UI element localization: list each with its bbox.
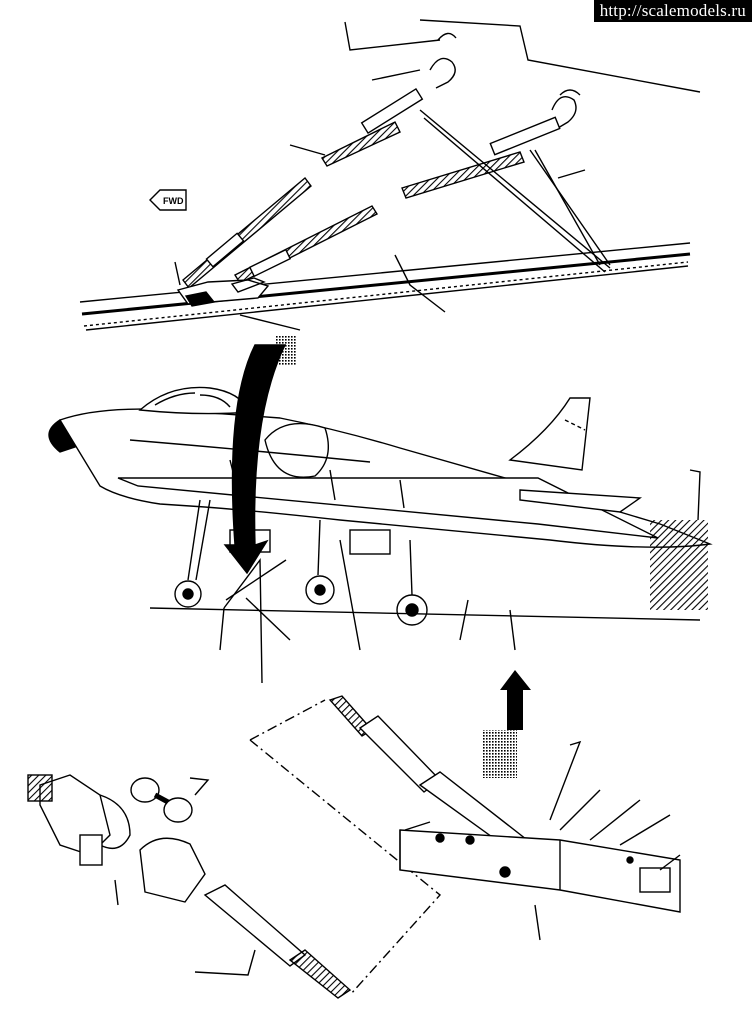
catapult-track xyxy=(79,242,691,331)
air-intake xyxy=(264,422,329,478)
flight-deck xyxy=(149,607,701,621)
retaining-pin xyxy=(130,777,193,823)
nose-landing-gear xyxy=(174,499,211,608)
forward-direction-arrow xyxy=(149,189,187,211)
aircraft-on-deck xyxy=(48,335,713,684)
catapult-hook-right xyxy=(551,89,581,129)
main-landing-gear-left xyxy=(305,519,335,605)
holdback-detail-arrow xyxy=(482,670,531,778)
catapult-shuttle xyxy=(176,277,270,307)
attach-bridle-arrow xyxy=(223,344,287,575)
catapult-hook-left xyxy=(429,32,457,89)
tension-bar-end xyxy=(139,837,352,999)
main-landing-gear-right xyxy=(396,539,428,626)
leader-line xyxy=(289,144,326,156)
jet-blast-deflector xyxy=(650,520,708,610)
leader-line xyxy=(419,19,701,93)
release-element xyxy=(27,774,131,866)
leader-line xyxy=(174,261,181,286)
leader-line xyxy=(371,69,421,81)
leader-line xyxy=(344,21,441,51)
leader-line xyxy=(557,169,586,179)
watermark: http://scalemodels.ru xyxy=(593,0,752,22)
bridle-cable xyxy=(182,121,525,290)
fwd-label: FWD xyxy=(163,196,184,206)
vertical-stabilizer xyxy=(508,397,591,471)
leader-line xyxy=(394,254,446,313)
deck-holdback-fitting xyxy=(399,829,681,913)
leader-line xyxy=(239,314,301,331)
holdback-fitting-detail xyxy=(27,695,681,999)
catapult-bridle-detail xyxy=(79,19,701,331)
horizontal-stabilizer xyxy=(519,489,643,513)
canopy xyxy=(138,386,252,415)
